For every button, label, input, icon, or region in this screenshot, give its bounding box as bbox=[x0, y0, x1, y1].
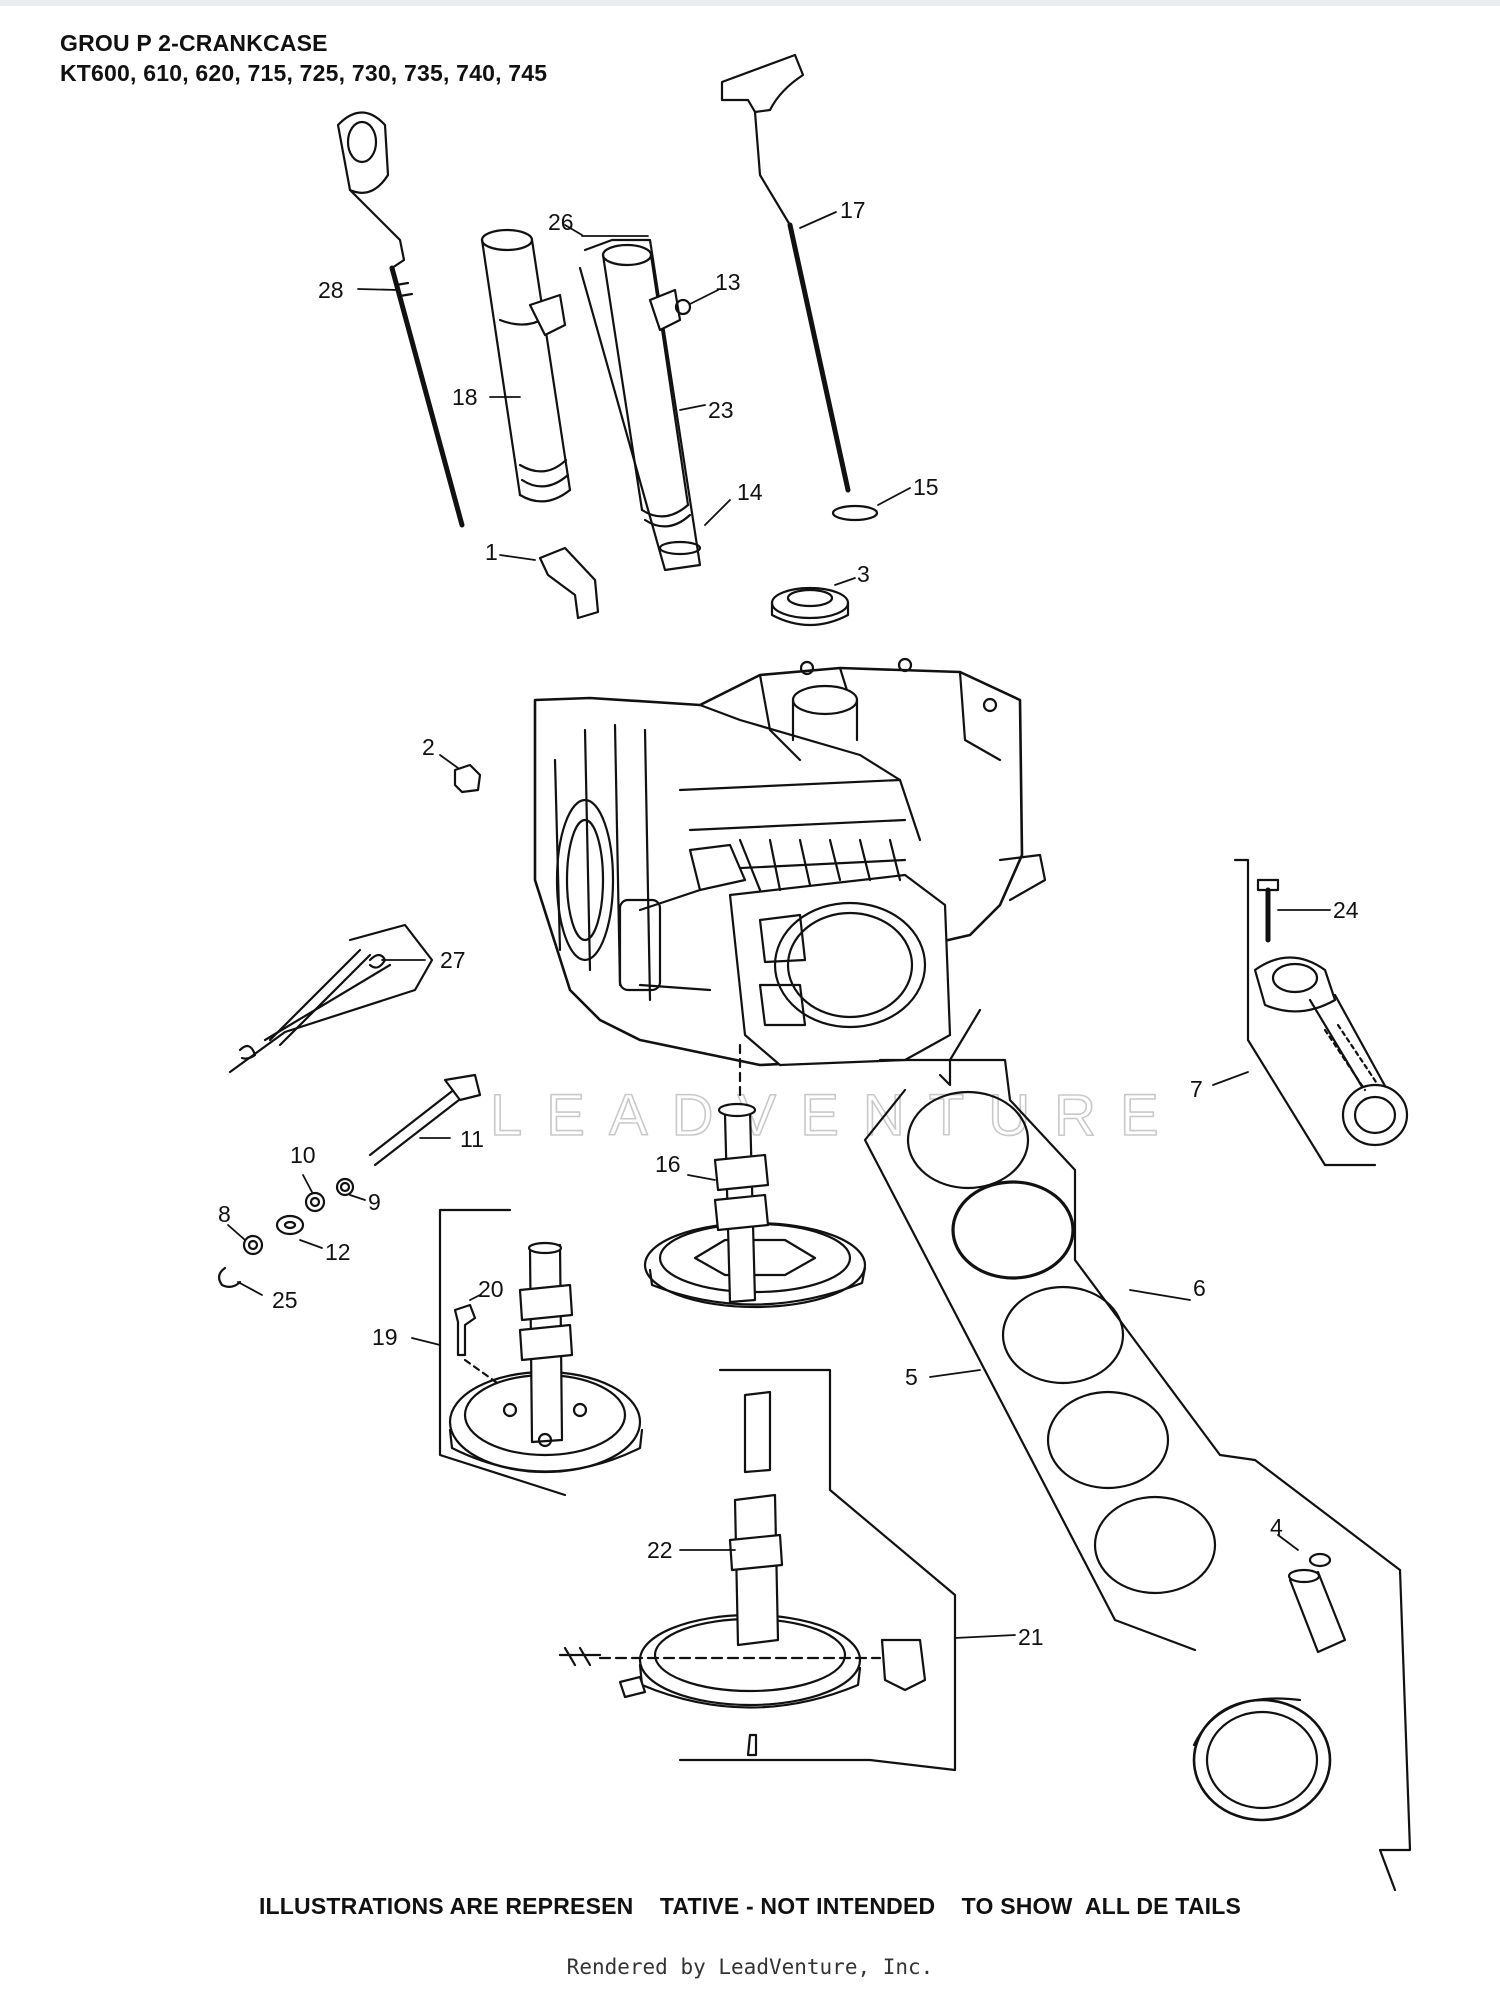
rendered-by-credit: Rendered by LeadVenture, Inc. bbox=[566, 1955, 934, 1979]
part-7-connecting-rod[interactable] bbox=[1233, 858, 1409, 1167]
callout-22: 22 bbox=[647, 1537, 673, 1563]
part-28-dipstick[interactable] bbox=[336, 111, 465, 528]
part-11-shaft[interactable] bbox=[368, 1073, 482, 1167]
crankcase[interactable] bbox=[533, 657, 1047, 1067]
diagram-group-title: GROU P 2-CRANKCASE bbox=[60, 30, 328, 56]
disclaimer-note: ILLUSTRATIONS ARE REPRESEN TATIVE - NOT … bbox=[258, 1893, 1242, 1919]
watermark: LEADVENTURE bbox=[490, 1083, 1183, 1148]
callout-26: 26 bbox=[548, 209, 574, 235]
callout-1: 1 bbox=[485, 539, 498, 565]
callout-19: 19 bbox=[372, 1324, 398, 1350]
callout-14: 14 bbox=[737, 479, 763, 505]
part-17-dipstick[interactable] bbox=[720, 53, 851, 493]
callout-7: 7 bbox=[1190, 1076, 1203, 1102]
part-21-camshaft-kit[interactable] bbox=[558, 1368, 957, 1772]
callout-24: 24 bbox=[1333, 897, 1359, 923]
callout-16: 16 bbox=[655, 1151, 681, 1177]
part-6-piston-ring-set[interactable] bbox=[863, 1008, 1412, 1892]
part-15-o-ring[interactable] bbox=[831, 504, 879, 522]
part-23-tube-assembly[interactable] bbox=[578, 238, 702, 572]
wrist-pin[interactable] bbox=[1287, 1568, 1347, 1654]
part-9-washer[interactable] bbox=[335, 1177, 355, 1197]
part-27-governor-shaft[interactable] bbox=[228, 923, 434, 1074]
part-1-bracket[interactable] bbox=[538, 546, 600, 620]
callout-17: 17 bbox=[840, 197, 866, 223]
part-8-washer[interactable] bbox=[242, 1234, 264, 1256]
part-2-plug[interactable] bbox=[453, 763, 482, 794]
part-24-bolt[interactable] bbox=[1256, 878, 1280, 943]
callout-9: 9 bbox=[368, 1189, 381, 1215]
callout-18: 18 bbox=[452, 384, 478, 410]
callout-13: 13 bbox=[715, 269, 741, 295]
callout-15: 15 bbox=[913, 474, 939, 500]
callout-21: 21 bbox=[1018, 1624, 1044, 1650]
part-20-bolt[interactable] bbox=[453, 1303, 477, 1357]
part-13-screw[interactable] bbox=[674, 298, 692, 316]
piston[interactable] bbox=[1192, 1697, 1332, 1822]
part-3-oil-seal[interactable] bbox=[770, 586, 850, 627]
part-10-washer[interactable] bbox=[304, 1191, 326, 1213]
callout-25: 25 bbox=[272, 1287, 298, 1313]
callout-4: 4 bbox=[1270, 1514, 1283, 1540]
callout-8: 8 bbox=[218, 1201, 231, 1227]
callout-12: 12 bbox=[325, 1239, 351, 1265]
callout-5: 5 bbox=[905, 1364, 918, 1390]
part-19-camshaft-assembly[interactable] bbox=[438, 1208, 644, 1497]
callout-27: 27 bbox=[440, 947, 466, 973]
part-4-clip[interactable] bbox=[1308, 1552, 1332, 1568]
part-16-camshaft[interactable] bbox=[643, 1102, 867, 1309]
part-18-dipstick-tube[interactable] bbox=[480, 228, 572, 503]
callout-2: 2 bbox=[422, 734, 435, 760]
diagram-model-list: KT600, 610, 620, 715, 725, 730, 735, 740… bbox=[60, 60, 548, 86]
callout-20: 20 bbox=[478, 1276, 504, 1302]
part-12-washer[interactable] bbox=[275, 1214, 305, 1236]
callout-23: 23 bbox=[708, 397, 734, 423]
callout-11: 11 bbox=[460, 1126, 484, 1152]
callout-28: 28 bbox=[318, 277, 344, 303]
callout-6: 6 bbox=[1193, 1275, 1206, 1301]
callout-10: 10 bbox=[290, 1142, 316, 1168]
top-rule bbox=[0, 0, 1500, 6]
part-25-e-clip[interactable] bbox=[218, 1266, 242, 1289]
callout-3: 3 bbox=[857, 561, 870, 587]
